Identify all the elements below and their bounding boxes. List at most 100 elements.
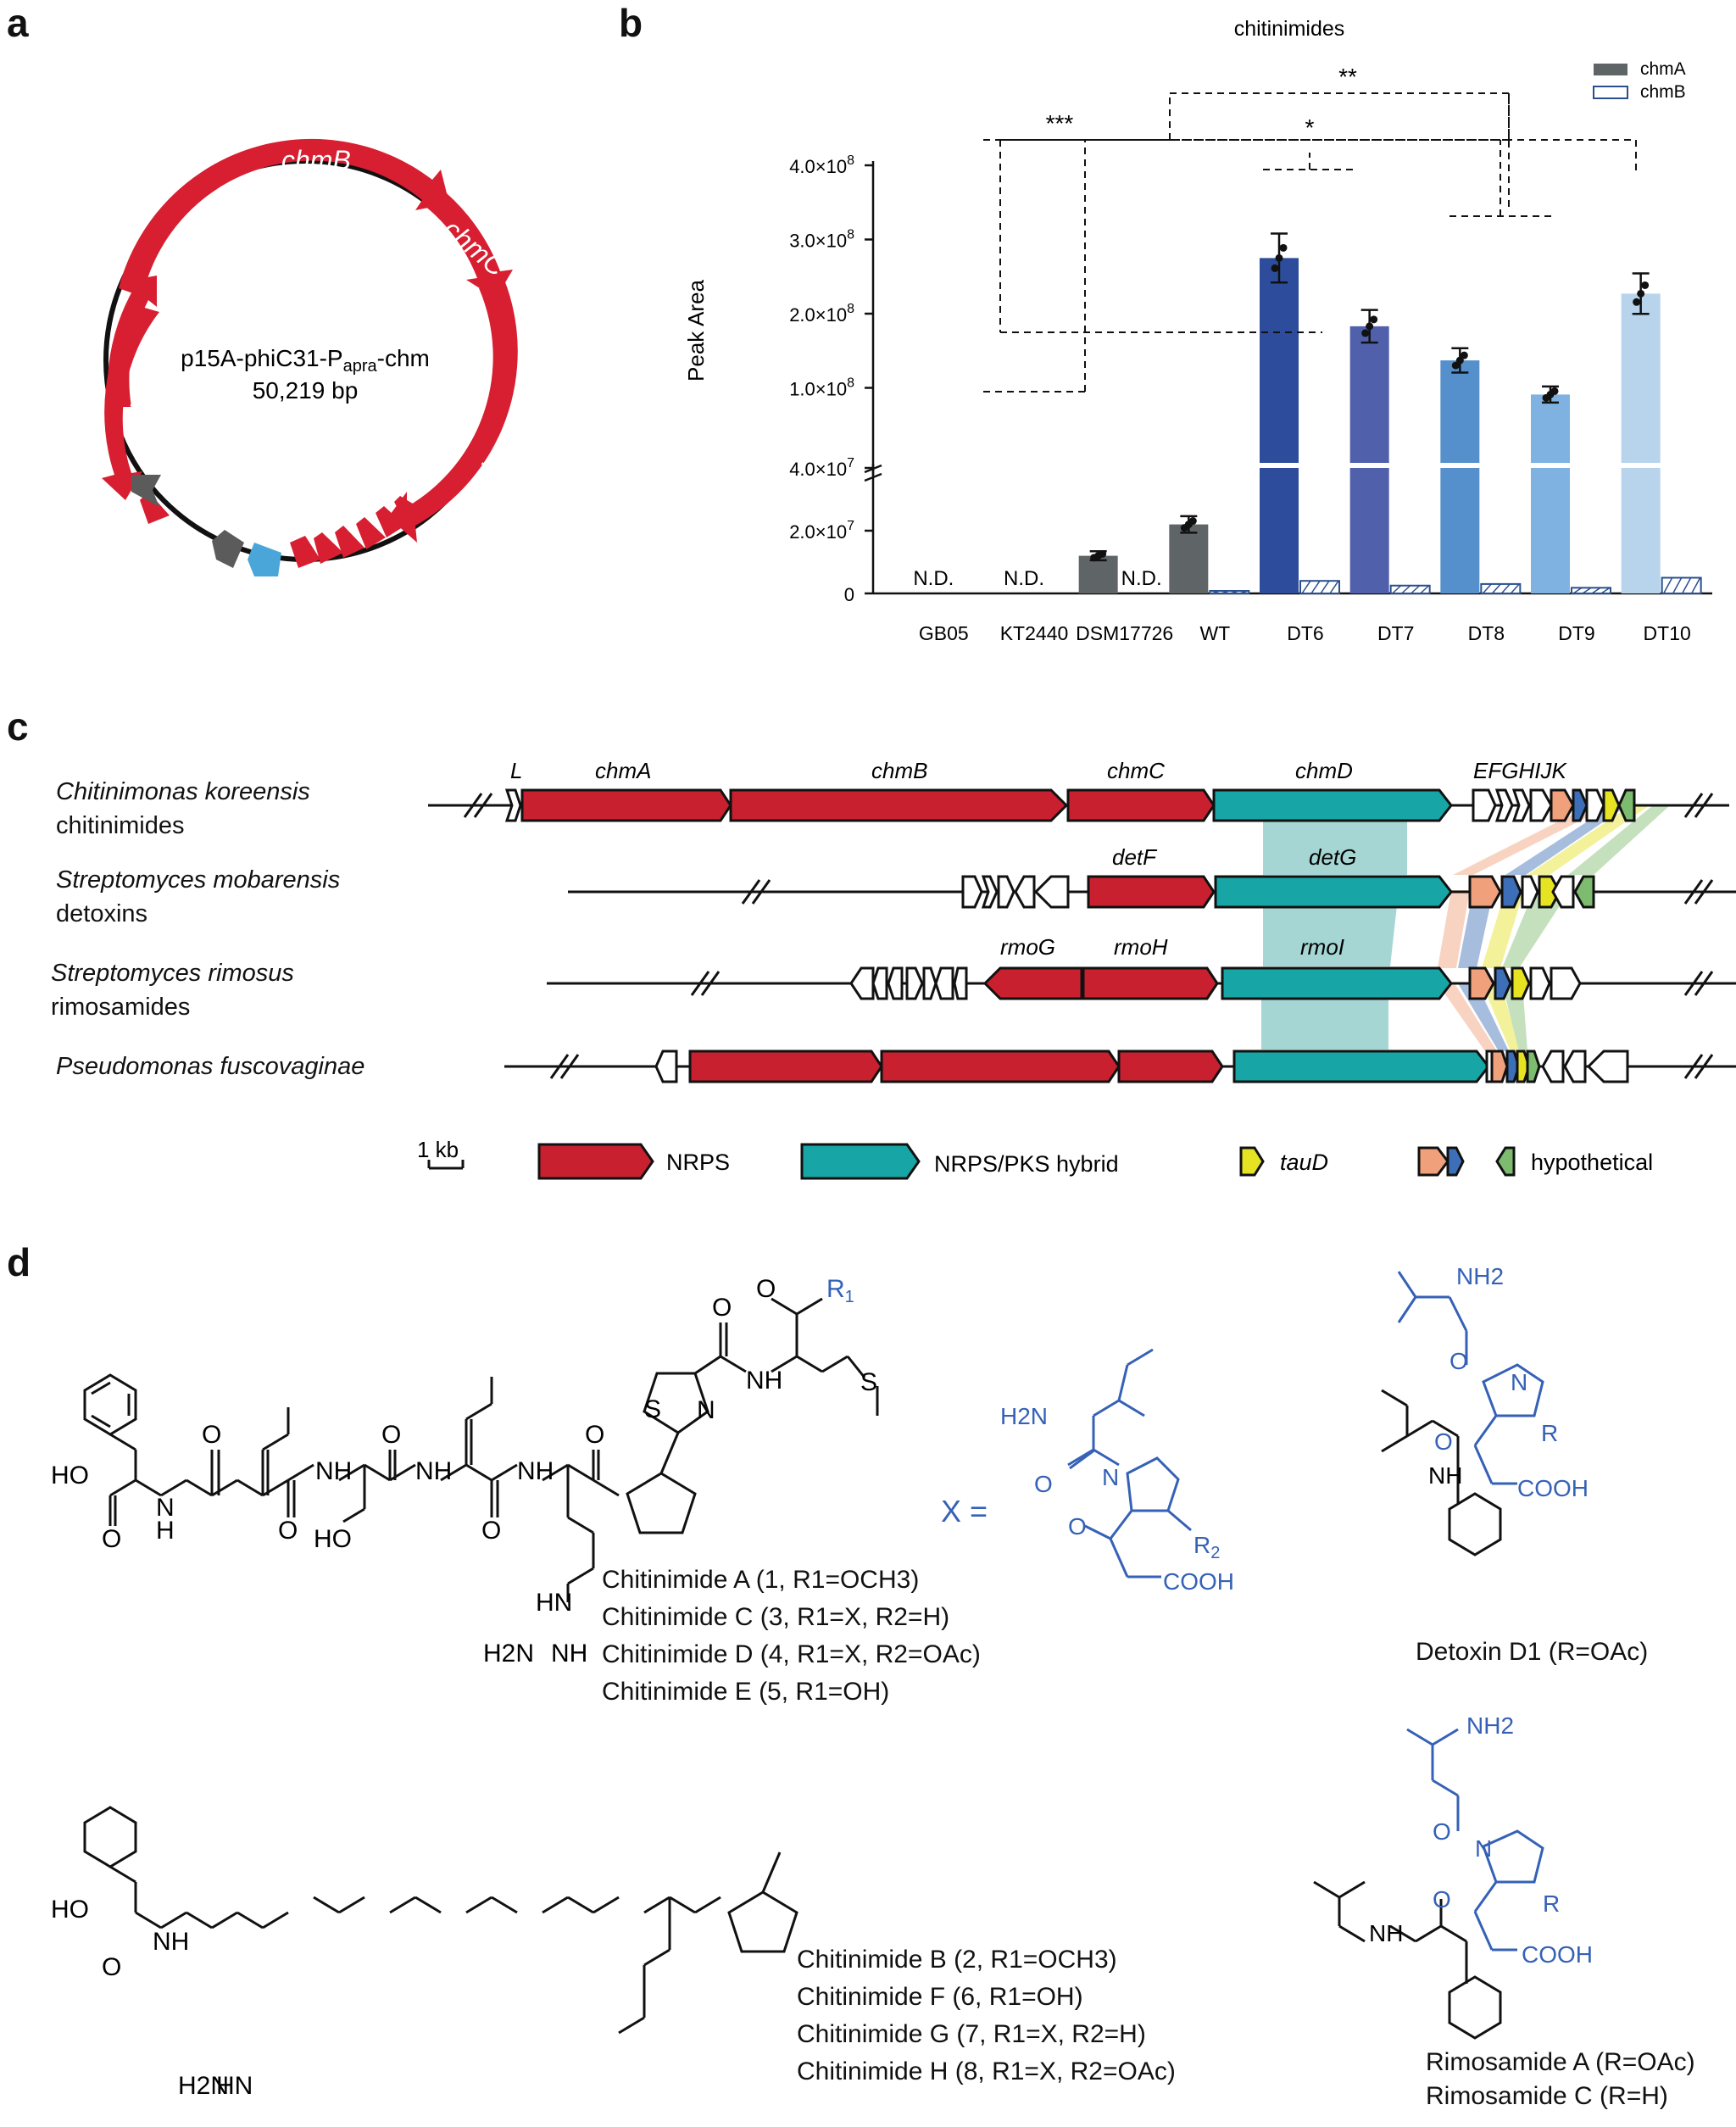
x-tick-label: DT9	[1558, 622, 1594, 644]
data-point	[1460, 351, 1468, 359]
atom-nh-1: NH	[315, 1457, 352, 1485]
legend-hypothetical: hypothetical	[1531, 1150, 1653, 1175]
rimosamide-structure: NH2 O N O COOH R NH	[1313, 1712, 1593, 2040]
atom-o-8: O	[756, 1275, 776, 1303]
bar-chmB-hatch	[1691, 577, 1701, 594]
detoxin-nh: NH	[1428, 1462, 1462, 1489]
rimo-nh2: NH2	[1466, 1712, 1514, 1739]
chitinimide-list-2: Chitinimide B (2, R1=OCH3) Chitinimide F…	[797, 1941, 1176, 2091]
significance-label: ***	[1046, 110, 1074, 136]
bar-chmA	[1349, 326, 1389, 593]
atom-ho-2: HO	[314, 1525, 352, 1553]
data-point	[1633, 298, 1641, 306]
gene-label-rmoH: rmoH	[1114, 934, 1168, 960]
panel-label-d: d	[7, 1240, 31, 1284]
cluster-legend: 1 kb NRPS NRPS/PKS hybrid tauD hypotheti…	[417, 1137, 1653, 1180]
significance-brackets: ******	[983, 64, 1637, 393]
chitinimide-h: Chitinimide H (8, R1=X, R2=OAc)	[797, 2057, 1176, 2085]
detoxin-structure: NH2 O N O COOH R NH	[1381, 1263, 1589, 1556]
detoxin-label: Detoxin D1 (R=OAc)	[1416, 1638, 1649, 1666]
bar-chmB-hatch	[1392, 585, 1402, 594]
bar-chmB-hatch	[1211, 590, 1221, 594]
x-tick-label: DT6	[1287, 622, 1323, 644]
chitinimide-a: Chitinimide A (1, R1=OCH3)	[602, 1566, 920, 1594]
bar-chmA	[1078, 555, 1118, 593]
y-tick-label: 4.0×107	[789, 456, 854, 480]
chmD-arc	[388, 280, 518, 543]
y-tick-label: 4.0×108	[789, 153, 854, 177]
data-point	[1637, 289, 1645, 298]
chitinimide-c: Chitinimide C (3, R1=X, R2=H)	[602, 1603, 950, 1631]
atom-o-2: O	[202, 1421, 221, 1449]
x-atom-n: N	[1102, 1464, 1119, 1490]
detoxin-nh2: NH2	[1456, 1263, 1504, 1289]
gene-label-detF: detF	[1112, 844, 1158, 870]
atom-o-4: O	[381, 1421, 401, 1449]
chmB-left-arc	[107, 276, 157, 407]
bar-chmB-hatch	[1329, 580, 1339, 594]
gene-label-rmoI: rmoI	[1300, 934, 1344, 960]
gene-label-chmB: chmB	[871, 758, 927, 783]
gene-label-efghijk: EFGHIJK	[1473, 758, 1567, 783]
data-point	[1370, 315, 1378, 324]
detoxin-o2: O	[1434, 1428, 1453, 1455]
legend-nrps: NRPS	[666, 1150, 730, 1175]
data-point	[1361, 329, 1370, 337]
plasmid-name: p15A-phiC31-Papra-chm	[181, 345, 430, 376]
detoxin-r: R	[1541, 1420, 1558, 1446]
atom-n-2: N	[697, 1396, 715, 1424]
legend-hybrid: NRPS/PKS hybrid	[934, 1151, 1119, 1177]
data-point	[1550, 387, 1559, 395]
x-equals-label: X =	[941, 1494, 988, 1528]
x-tick-label: GB05	[919, 622, 969, 644]
bar-break	[1529, 463, 1572, 468]
bar-chmB-hatch	[1230, 590, 1239, 594]
x-atom-o2: O	[1068, 1513, 1087, 1540]
organism-3: Streptomyces rimosus	[51, 960, 294, 987]
chmC-arc	[424, 185, 513, 298]
y-tick-label: 2.0×108	[789, 302, 854, 326]
gene-label-L: L	[510, 758, 522, 783]
x-tick-label: DT7	[1377, 622, 1414, 644]
atom-nh-3: NH	[517, 1457, 554, 1485]
rimo-nh: NH	[1369, 1920, 1403, 1946]
b-atom-ho: HO	[51, 1896, 89, 1924]
chitinimide-f: Chitinimide F (6, R1=OH)	[797, 1983, 1083, 2011]
data-point	[1271, 264, 1279, 272]
chitinimide-list-1: Chitinimide A (1, R1=OCH3) Chitinimide C…	[602, 1562, 981, 1711]
rimo-cooh: COOH	[1522, 1941, 1593, 1968]
grey-arrow-2	[212, 530, 244, 568]
significance-label: **	[1338, 64, 1357, 90]
homology-small-genes	[1438, 805, 1670, 1051]
bar-chmB-hatch	[1510, 583, 1520, 594]
data-point	[1099, 549, 1107, 558]
chitinimide-structure-2: HO O NH HN H2N	[51, 1806, 798, 2100]
product-2: detoxins	[56, 900, 148, 927]
atom-h-1: H	[156, 1517, 175, 1545]
y-tick-label: 0	[844, 584, 854, 605]
bar-chmA	[1621, 293, 1661, 593]
product-3: rimosamides	[51, 994, 191, 1021]
organism-2: Streptomyces mobarensis	[56, 866, 341, 894]
y-axis-label: Peak Area	[683, 279, 709, 381]
organism-4: Pseudomonas fuscovaginae	[56, 1053, 365, 1080]
gene-label-chmC: chmC	[1107, 758, 1165, 783]
bar-chmB-hatch	[1401, 585, 1411, 594]
chitinimide-e: Chitinimide E (5, R1=OH)	[602, 1678, 890, 1706]
atom-ho: HO	[51, 1462, 89, 1489]
grey-arrow-1	[131, 475, 161, 507]
bar-chmB-hatch	[1591, 587, 1601, 594]
legend-taud: tauD	[1280, 1150, 1328, 1175]
bar-chmB-hatch	[1672, 577, 1683, 594]
atom-r1: R1	[826, 1275, 854, 1306]
data-point	[1366, 322, 1374, 331]
atom-o-7: O	[712, 1294, 732, 1322]
legend-label-chmB: chmB	[1640, 82, 1686, 102]
x-atom-cooh: COOH	[1163, 1568, 1234, 1595]
x-tick-label: DT10	[1644, 622, 1691, 644]
nd-label: N.D.	[1121, 567, 1162, 590]
chmB-arc	[119, 138, 449, 297]
detoxin-n: N	[1511, 1369, 1527, 1395]
bar-chmB	[1389, 584, 1431, 594]
homology-detG-rmoI	[1263, 890, 1399, 966]
